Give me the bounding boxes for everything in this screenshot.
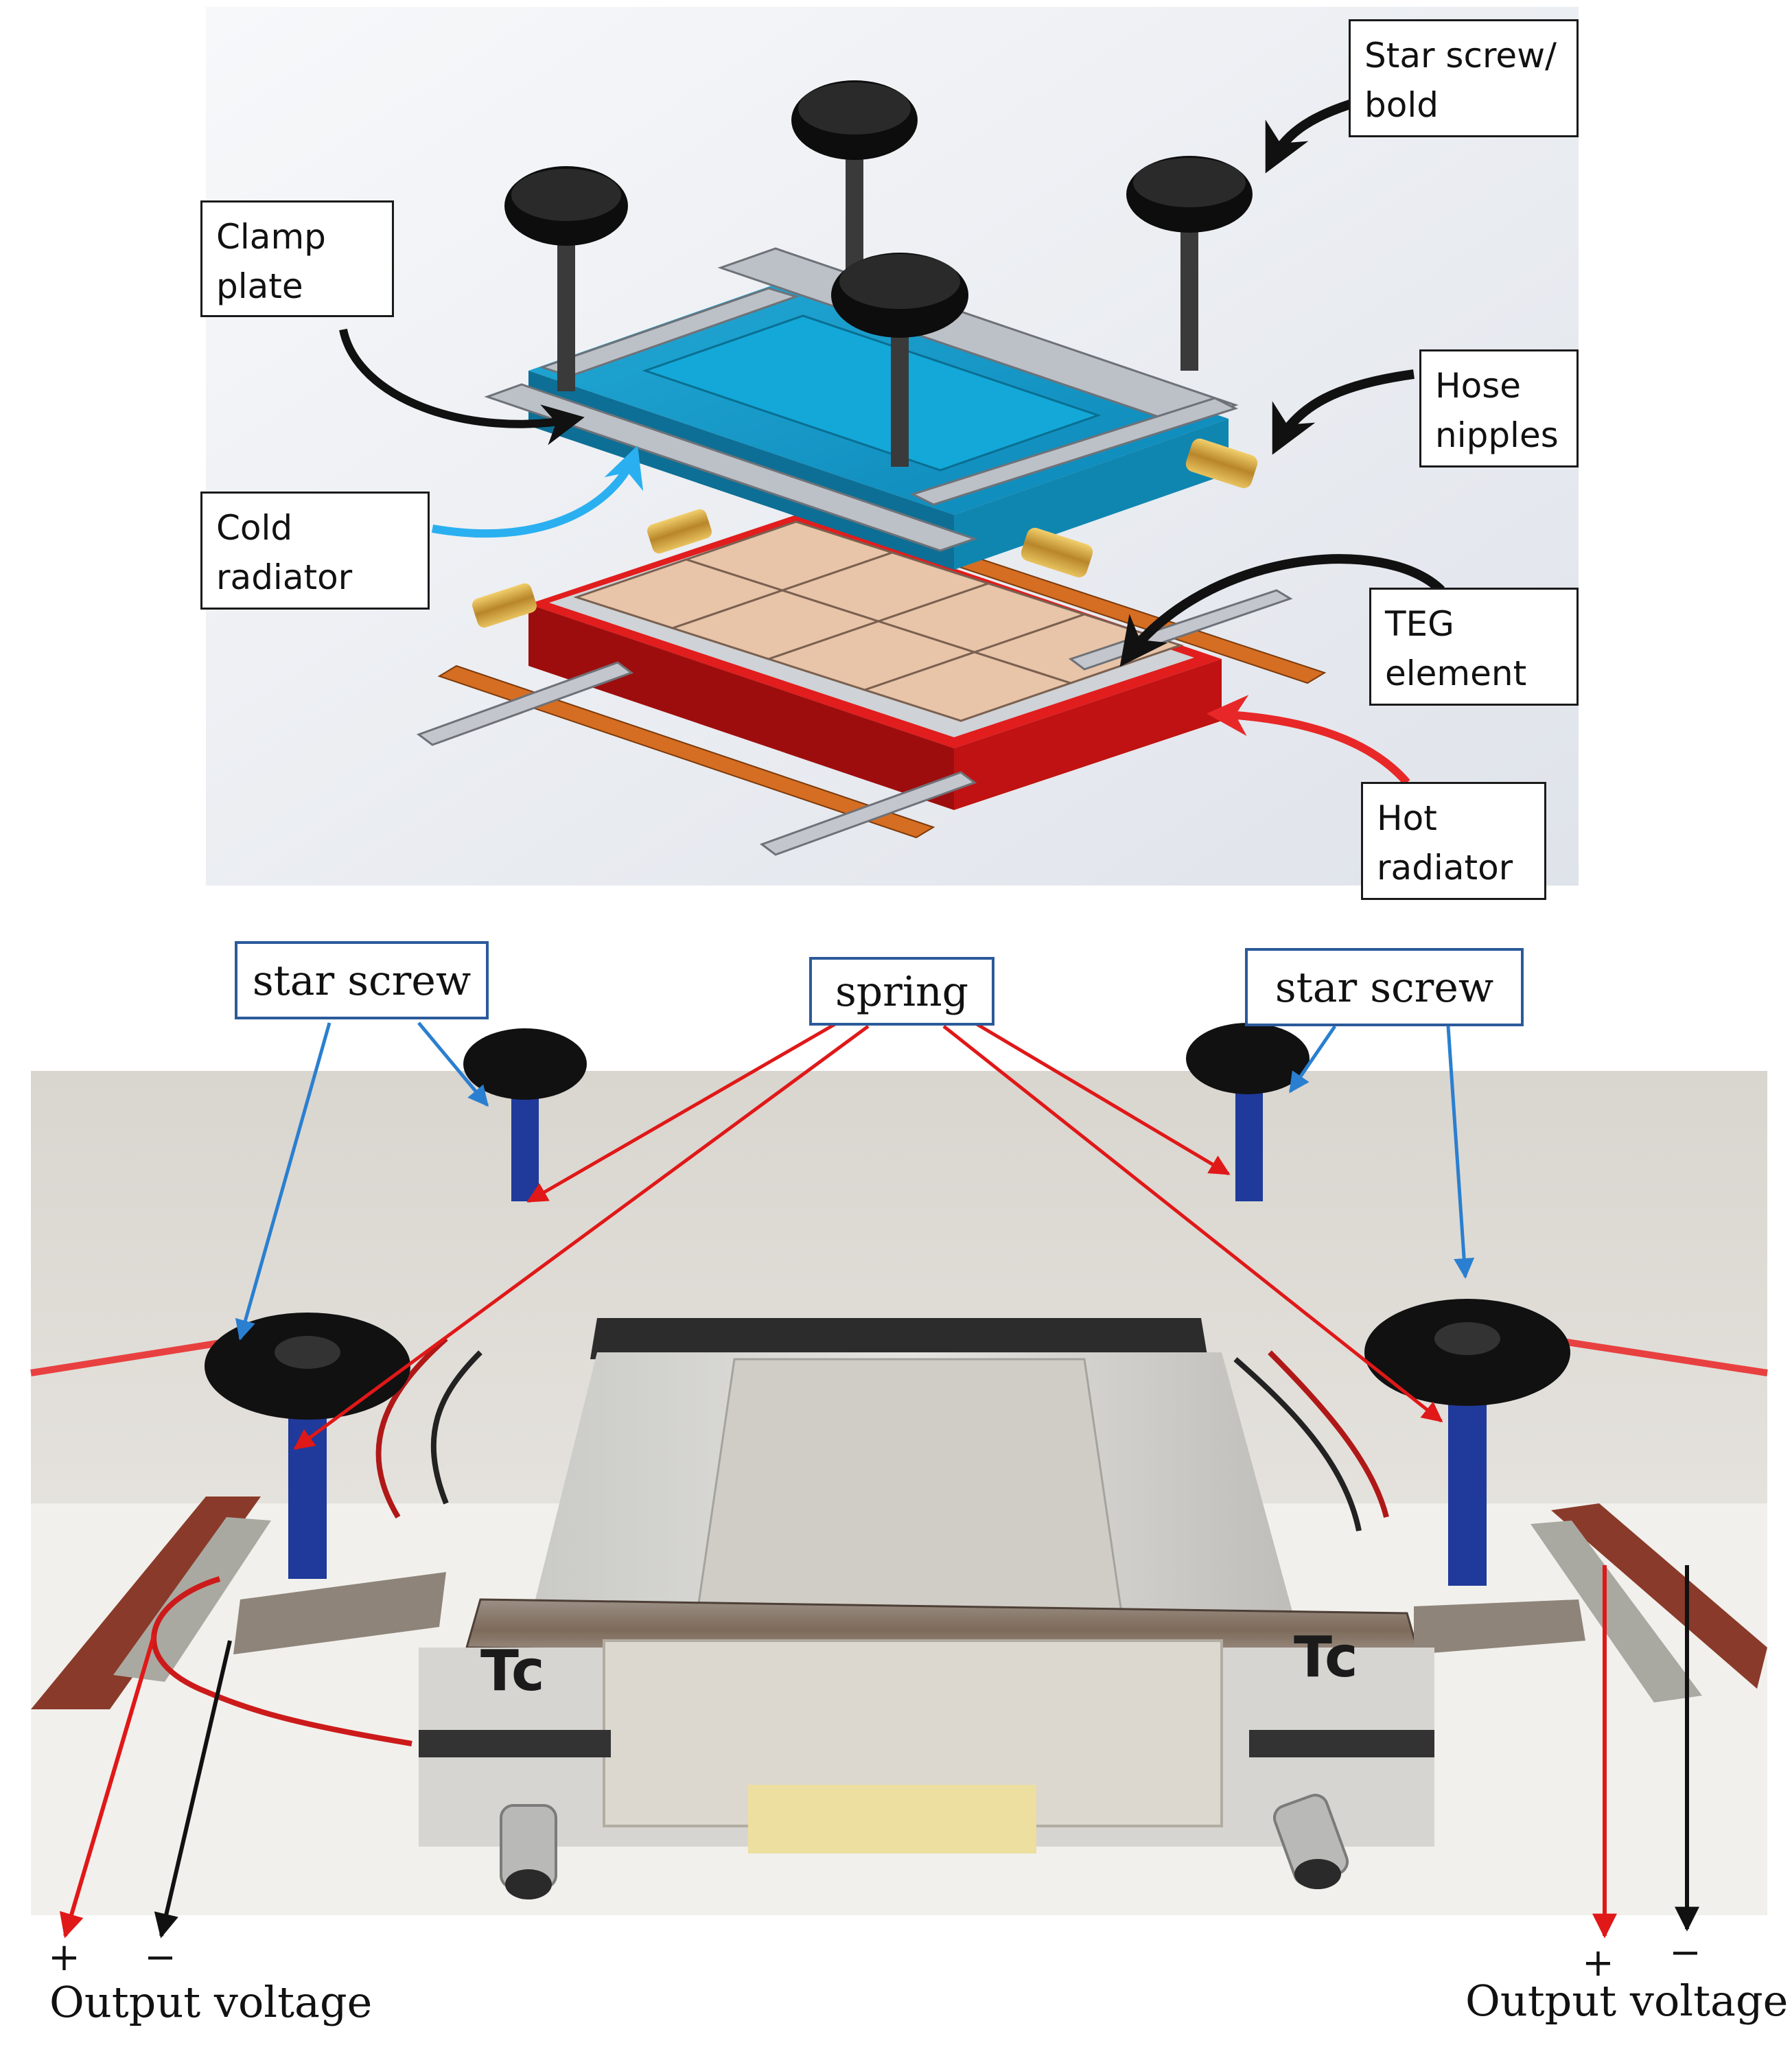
callout-hot-radiator: Hot radiator bbox=[1361, 782, 1546, 900]
sign-plus-left: + bbox=[48, 1935, 80, 1980]
star-screw-3 bbox=[1126, 156, 1253, 371]
arrow-hot-radiator bbox=[1207, 695, 1410, 785]
pointer-star-screw-right-a bbox=[1288, 1025, 1337, 1094]
photo-wires bbox=[151, 1337, 1389, 1746]
photo-star-screws bbox=[205, 1023, 1570, 1586]
red-foam-edge-right bbox=[1544, 1335, 1768, 1376]
photo-cold-radiator-channel bbox=[692, 1358, 1127, 1642]
callout-hot-radiator-line2: radiator bbox=[1377, 848, 1513, 888]
photo-knob-back-right bbox=[1186, 1023, 1310, 1201]
sign-plus-right: + bbox=[1582, 1941, 1614, 1985]
photo-knob-back-left bbox=[463, 1028, 587, 1201]
front-clamp-bar-left-ear bbox=[233, 1572, 446, 1654]
photo-yellow-tape bbox=[748, 1785, 1036, 1853]
callout-clamp-plate-line2: plate bbox=[216, 266, 303, 306]
photo-hose-nipples bbox=[500, 1794, 1349, 1899]
star-screws bbox=[504, 80, 1253, 467]
pointer-star-screw-right-b bbox=[1446, 1026, 1475, 1279]
lead-plus-left bbox=[59, 1633, 156, 1939]
photo-knob-front-right bbox=[1364, 1299, 1570, 1586]
callout-hot-radiator-line1: Hot bbox=[1377, 798, 1437, 838]
pointer-star-screw-left-b bbox=[417, 1021, 489, 1107]
callout-teg-element: TEG element bbox=[1369, 588, 1579, 706]
callout-star-screw: Star screw/ bold bbox=[1349, 19, 1579, 137]
clamp-plate-frame bbox=[484, 247, 1239, 552]
hot-radiator-hose-nipples bbox=[472, 509, 712, 628]
cad-exploded-view bbox=[206, 7, 1579, 886]
star-screw-2 bbox=[791, 80, 918, 288]
photo-hot-radiator-shadow-right bbox=[1249, 1730, 1434, 1757]
callout-cold-radiator: Cold radiator bbox=[200, 492, 430, 610]
arrow-hose-nipples bbox=[1272, 369, 1415, 455]
output-voltage-right: Output voltage bbox=[1465, 1976, 1789, 2026]
callout-hose-nipples: Hose nipples bbox=[1419, 349, 1579, 467]
tag-star-screw-left: star screw bbox=[235, 941, 489, 1019]
callout-cold-radiator-line2: radiator bbox=[216, 557, 353, 597]
arrow-cold-radiator bbox=[431, 445, 644, 538]
sign-minus-left: − bbox=[144, 1935, 176, 1980]
back-clamp-bar bbox=[590, 1318, 1208, 1359]
arrow-clamp-plate bbox=[339, 328, 585, 446]
photo-hot-radiator-shadow bbox=[419, 1730, 611, 1757]
pointer-spring-2 bbox=[293, 1024, 870, 1451]
callout-cold-radiator-line1: Cold bbox=[216, 508, 293, 548]
prototype-photo bbox=[30, 1021, 1768, 1939]
tag-spring: spring bbox=[809, 957, 994, 1026]
pointer-spring-4 bbox=[942, 1025, 1443, 1422]
pointer-star-screw-left-a bbox=[235, 1022, 331, 1341]
front-clamp-bar-right-ear bbox=[1414, 1599, 1585, 1654]
callout-clamp-plate: Clamp plate bbox=[200, 200, 394, 317]
output-voltage-left: Output voltage bbox=[49, 1977, 373, 2027]
pointer-spring-3 bbox=[973, 1021, 1231, 1176]
lead-minus-left bbox=[154, 1640, 232, 1939]
pointer-spring-1 bbox=[526, 1021, 839, 1203]
callout-hose-nipples-line1: Hose bbox=[1435, 366, 1521, 406]
label-tc-left: Tc bbox=[480, 1639, 545, 1704]
cold-radiator-hose-nipples bbox=[1021, 438, 1258, 578]
photo-hot-radiator-insulation bbox=[603, 1639, 1223, 1827]
red-foam-edge-left bbox=[30, 1335, 248, 1376]
label-tc-right: Tc bbox=[1294, 1625, 1358, 1690]
star-screw-1 bbox=[504, 166, 628, 391]
tag-star-screw-right: star screw bbox=[1245, 948, 1524, 1026]
sign-minus-right: − bbox=[1669, 1930, 1701, 1975]
callout-teg-element-line1: TEG bbox=[1385, 604, 1454, 644]
callout-clamp-plate-line1: Clamp bbox=[216, 217, 326, 257]
photo-knob-front-left bbox=[205, 1313, 410, 1579]
callout-teg-element-line2: element bbox=[1385, 654, 1527, 693]
callout-star-screw-line2: bold bbox=[1364, 85, 1439, 125]
callout-hose-nipples-line2: nipples bbox=[1435, 415, 1559, 455]
callout-star-screw-line1: Star screw/ bbox=[1364, 36, 1557, 76]
arrow-star-screw bbox=[1265, 95, 1367, 174]
hot-side-clamp-bars bbox=[416, 589, 1293, 856]
arrow-teg-element bbox=[1119, 554, 1445, 667]
star-screw-4 bbox=[831, 253, 968, 467]
